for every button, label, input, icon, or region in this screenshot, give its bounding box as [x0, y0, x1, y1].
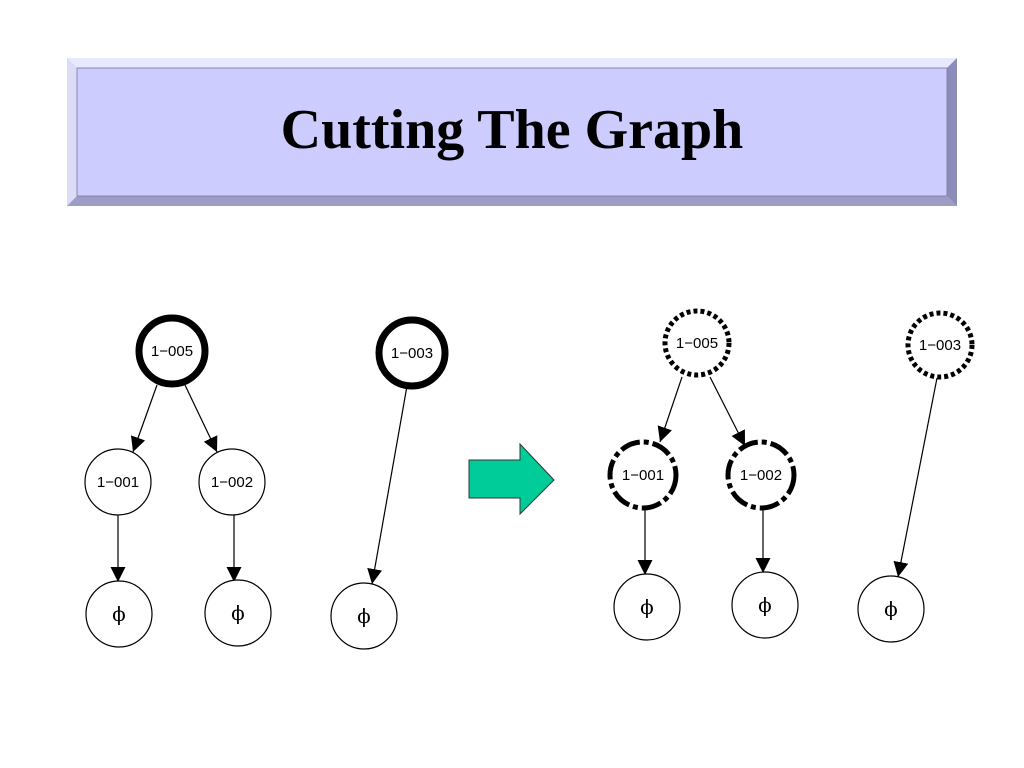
phi-label: ϕ [357, 604, 371, 628]
node-label: 1−005 [151, 343, 193, 360]
left-graph: 1−005 1−003 1−001 1−002 ϕ ϕ ϕ [84, 314, 449, 650]
left-node-1-002: 1−002 [198, 448, 266, 516]
right-node-phi-2: ϕ [731, 571, 799, 639]
right-node-1-001: 1−001 [607, 439, 679, 511]
left-node-1-001: 1−001 [84, 448, 152, 516]
right-node-phi-3: ϕ [857, 575, 925, 643]
node-label: 1−005 [676, 335, 718, 352]
node-label: 1−001 [622, 467, 664, 484]
phi-label: ϕ [231, 601, 245, 625]
left-node-phi-3: ϕ [330, 582, 398, 650]
right-arrow-icon [468, 442, 555, 516]
right-edge-003-phi [893, 377, 938, 578]
node-label: 1−003 [391, 345, 433, 362]
node-label: 1−002 [740, 467, 782, 484]
left-node-1-003: 1−003 [375, 316, 449, 390]
right-edge-005-002 [709, 376, 746, 447]
phi-label: ϕ [112, 602, 126, 626]
left-edge-005-002 [184, 384, 218, 453]
title-banner: Cutting The Graph [67, 58, 957, 206]
left-edge-003-phi [367, 385, 408, 585]
page-title: Cutting The Graph [280, 99, 744, 161]
left-node-phi-1: ϕ [85, 580, 153, 648]
right-edge-005-001 [657, 376, 683, 443]
left-node-1-005: 1−005 [135, 314, 209, 388]
right-node-phi-1: ϕ [613, 573, 681, 641]
phi-label: ϕ [884, 597, 898, 621]
title-banner-frame [67, 58, 957, 206]
right-node-1-005: 1−005 [662, 308, 732, 378]
right-node-1-003: 1−003 [905, 310, 975, 380]
node-label: 1−002 [211, 474, 253, 491]
left-node-phi-2: ϕ [204, 579, 272, 647]
left-edge-005-001 [130, 384, 158, 453]
node-label: 1−001 [97, 474, 139, 491]
phi-label: ϕ [758, 593, 772, 617]
node-label: 1−003 [919, 337, 961, 354]
right-node-1-002: 1−002 [725, 439, 797, 511]
right-graph: 1−005 1−003 1−001 1−002 ϕ ϕ ϕ [607, 308, 975, 643]
phi-label: ϕ [640, 595, 654, 619]
